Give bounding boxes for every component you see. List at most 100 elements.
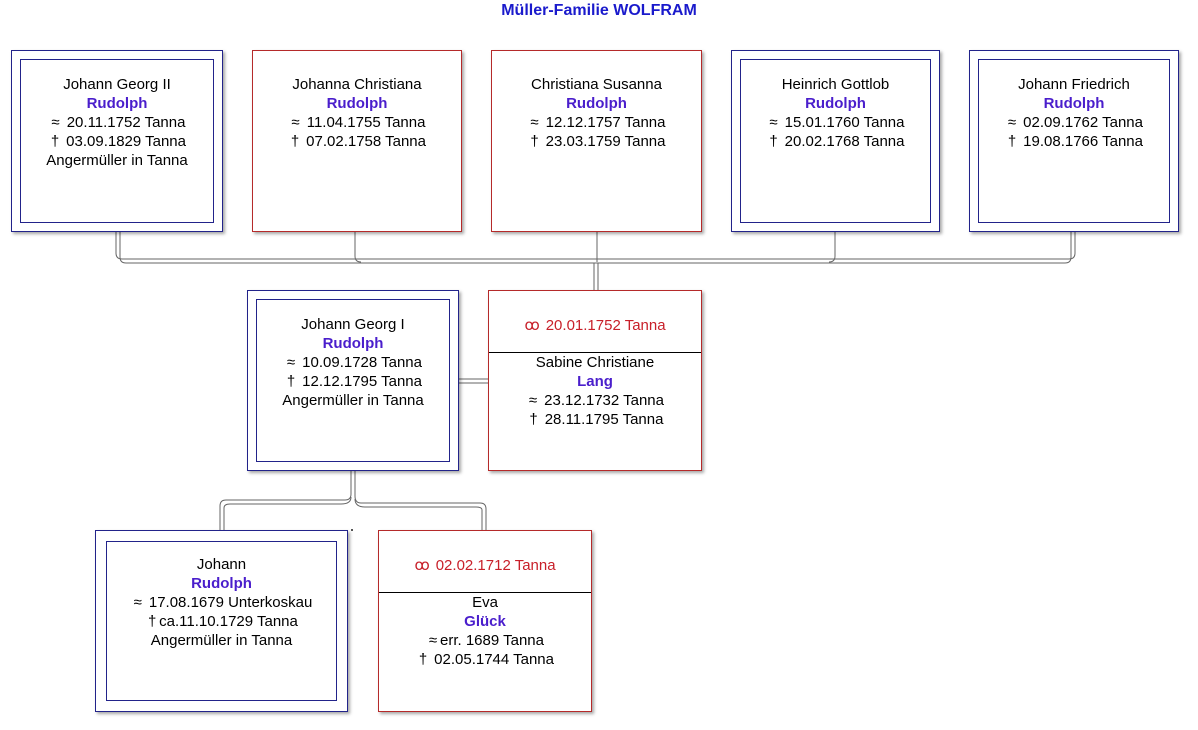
death-date: 28.11.1795 Tanna xyxy=(544,411,664,428)
death-row: † 03.09.1829 Tanna xyxy=(12,132,222,151)
death-date: 03.09.1829 Tanna xyxy=(66,133,186,150)
person-card-johann-georg-ii[interactable]: Johann Georg II Rudolph ≈ 20.11.1752 Tan… xyxy=(11,50,223,232)
spouse-card-sabine-christiane[interactable]: ꝏ 20.01.1752 Tanna Sabine Christiane Lang… xyxy=(488,290,702,471)
baptism-icon: ≈ xyxy=(769,114,778,131)
baptism-row: ≈ 17.08.1679 Unterkoskau xyxy=(96,593,347,612)
stray-dot xyxy=(351,529,353,531)
death-icon: † xyxy=(50,133,60,150)
surname: Lang xyxy=(577,373,613,390)
baptism-icon: ≈ xyxy=(51,114,60,131)
surname: Rudolph xyxy=(566,95,627,112)
baptism-date: 12.12.1757 Tanna xyxy=(545,114,666,131)
baptism-icon: ≈ xyxy=(133,594,142,611)
baptism-date: 11.04.1755 Tanna xyxy=(306,114,426,131)
baptism-icon: ≈ xyxy=(530,114,539,131)
marriage-row: ꝏ 02.02.1712 Tanna xyxy=(379,556,591,575)
baptism-date: 15.01.1760 Tanna xyxy=(784,114,905,131)
surname: Rudolph xyxy=(322,335,384,352)
occupation: Angermüller in Tanna xyxy=(46,152,188,169)
person-card-johann-georg-i[interactable]: Johann Georg I Rudolph ≈ 10.09.1728 Tann… xyxy=(247,290,459,471)
marriage-rings-icon: ꝏ xyxy=(414,557,430,574)
baptism-date: 23.12.1732 Tanna xyxy=(544,392,664,409)
given-name: Eva xyxy=(472,594,498,611)
given-name: Sabine Christiane xyxy=(535,354,655,371)
person-card-johanna-christiana[interactable]: Johanna Christiana Rudolph ≈ 11.04.1755 … xyxy=(252,50,462,232)
death-row: † 20.02.1768 Tanna xyxy=(732,132,939,151)
surname: Rudolph xyxy=(326,95,388,112)
baptism-row: ≈ 02.09.1762 Tanna xyxy=(970,113,1178,132)
marriage-date: 02.02.1712 Tanna xyxy=(435,557,556,574)
baptism-row: ≈err. 1689 Tanna xyxy=(379,631,591,650)
death-row: † 12.12.1795 Tanna xyxy=(248,372,458,391)
baptism-row: ≈ 11.04.1755 Tanna xyxy=(253,113,461,132)
grandparents-connector-inner xyxy=(354,471,487,530)
occupation: Angermüller in Tanna xyxy=(150,632,293,649)
marriage-date: 20.01.1752 Tanna xyxy=(545,317,666,334)
death-row: † 23.03.1759 Tanna xyxy=(492,132,701,151)
death-date: 19.08.1766 Tanna xyxy=(1023,133,1143,150)
child-drop-4 xyxy=(828,232,836,263)
page-title: Müller-Familie WOLFRAM xyxy=(501,2,697,19)
given-name: Johann Georg I xyxy=(301,316,405,333)
death-icon: † xyxy=(418,651,428,668)
person-card-christiana-susanna[interactable]: Christiana Susanna Rudolph ≈ 12.12.1757 … xyxy=(491,50,702,232)
baptism-icon: ≈ xyxy=(1007,114,1017,131)
children-connector xyxy=(115,232,1076,260)
grandparents-connector-b xyxy=(223,496,352,530)
given-name: Johann Friedrich xyxy=(1018,76,1130,93)
death-date: ca.11.10.1729 Tanna xyxy=(159,613,298,630)
death-row: † 07.02.1758 Tanna xyxy=(253,132,461,151)
surname: Rudolph xyxy=(1043,95,1105,112)
person-card-heinrich-gottlob[interactable]: Heinrich Gottlob Rudolph ≈ 15.01.1760 Ta… xyxy=(731,50,940,232)
death-date: 02.05.1744 Tanna xyxy=(434,651,554,668)
child-drop-2 xyxy=(354,232,362,263)
death-row: † 28.11.1795 Tanna xyxy=(489,410,701,429)
baptism-icon: ≈ xyxy=(286,354,296,371)
death-icon: † xyxy=(530,133,539,150)
surname: Rudolph xyxy=(805,95,866,112)
grandparents-connector-c xyxy=(354,498,483,530)
parents-marriage-line xyxy=(459,378,488,384)
death-date: 12.12.1795 Tanna xyxy=(302,373,422,390)
baptism-row: ≈ 23.12.1732 Tanna xyxy=(489,391,701,410)
given-name: Johanna Christiana xyxy=(292,76,422,93)
death-icon: † xyxy=(769,133,778,150)
baptism-date: 10.09.1728 Tanna xyxy=(302,354,422,371)
baptism-icon: ≈ xyxy=(428,632,438,649)
baptism-icon: ≈ xyxy=(528,392,538,409)
baptism-date: 02.09.1762 Tanna xyxy=(1023,114,1143,131)
given-name: Heinrich Gottlob xyxy=(781,76,890,93)
person-card-johann[interactable]: Johann Rudolph ≈ 17.08.1679 Unterkoskau … xyxy=(95,530,348,712)
death-icon: † xyxy=(1007,133,1017,150)
marriage-rings-icon: ꝏ xyxy=(524,317,540,334)
given-name: Johann xyxy=(196,556,247,573)
marriage-row: ꝏ 20.01.1752 Tanna xyxy=(489,316,701,335)
death-icon: † xyxy=(290,133,300,150)
surname: Rudolph xyxy=(86,95,148,112)
death-row: † 19.08.1766 Tanna xyxy=(970,132,1178,151)
children-connector-inner xyxy=(119,232,1072,264)
death-row: † 02.05.1744 Tanna xyxy=(379,650,591,669)
death-icon: † xyxy=(529,411,538,428)
death-date: 07.02.1758 Tanna xyxy=(306,133,426,150)
death-date: 23.03.1759 Tanna xyxy=(545,133,666,150)
baptism-row: ≈ 20.11.1752 Tanna xyxy=(12,113,222,132)
given-name: Christiana Susanna xyxy=(531,76,662,93)
death-date: 20.02.1768 Tanna xyxy=(784,133,905,150)
occupation: Angermüller in Tanna xyxy=(282,392,424,409)
divider xyxy=(489,352,701,353)
divider xyxy=(379,592,591,593)
person-card-johann-friedrich[interactable]: Johann Friedrich Rudolph ≈ 02.09.1762 Ta… xyxy=(969,50,1179,232)
baptism-date: 17.08.1679 Unterkoskau xyxy=(148,594,313,611)
death-icon: † xyxy=(147,613,157,630)
baptism-icon: ≈ xyxy=(291,114,300,131)
grandparents-connector xyxy=(219,471,352,530)
baptism-row: ≈ 12.12.1757 Tanna xyxy=(492,113,701,132)
baptism-row: ≈ 10.09.1728 Tanna xyxy=(248,353,458,372)
baptism-date: 20.11.1752 Tanna xyxy=(66,114,186,131)
baptism-row: ≈ 15.01.1760 Tanna xyxy=(732,113,939,132)
baptism-date: err. 1689 Tanna xyxy=(440,632,544,649)
surname: Rudolph xyxy=(191,575,252,592)
